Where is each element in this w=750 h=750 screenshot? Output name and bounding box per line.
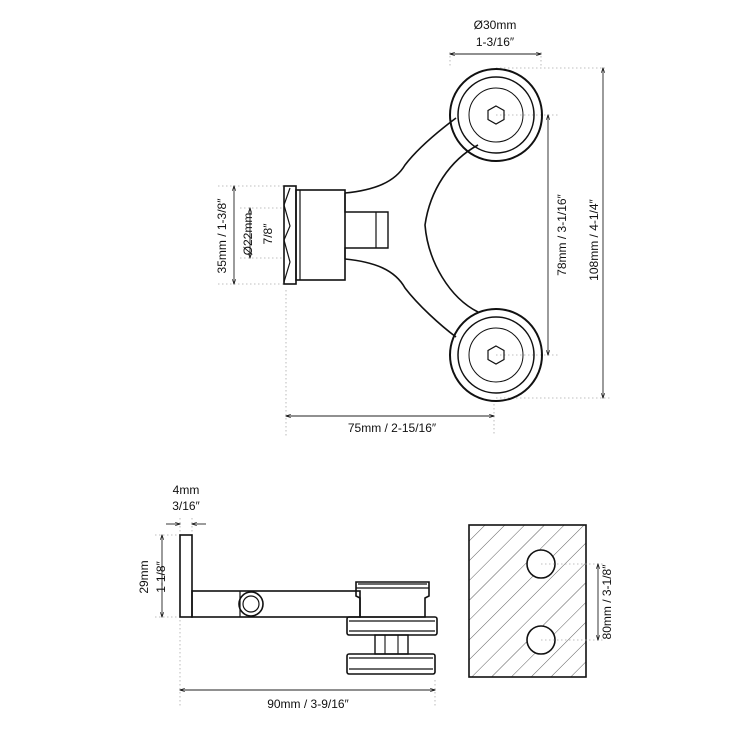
wall-plate [179, 534, 193, 618]
hex-socket-icon [487, 105, 505, 125]
top-view: Ø30mm 1-3/16″ 78mm / 3-1/16″ 108mm / 4-1… [215, 18, 610, 436]
plate-thickness-mm: 4mm [173, 483, 200, 497]
disc-diameter-mm: Ø30mm [474, 18, 517, 32]
hex-socket-icon [487, 345, 505, 365]
flange-height: 35mm / 1-3/8″ [215, 198, 229, 274]
pin-diameter-in: 7/8″ [261, 223, 275, 245]
glass-panel [468, 524, 587, 678]
disc-spacing: 78mm / 3-1/16″ [555, 193, 569, 275]
depth: 75mm / 2-15/16″ [348, 421, 437, 435]
disc-diameter-in: 1-3/16″ [476, 35, 515, 49]
overall-height: 108mm / 4-1/4″ [587, 198, 601, 280]
plate-thickness-in: 3/16″ [172, 499, 200, 513]
length: 90mm / 3-9/16″ [267, 697, 349, 711]
disc-bottom [449, 308, 543, 402]
glass-panel-view: 80mm / 3-1/8″ [468, 524, 614, 678]
pin-diameter-mm: Ø22mm [241, 213, 255, 256]
plate-height-in: 1-1/8″ [154, 560, 168, 592]
side-view: 4mm 3/16″ 29mm 1-1/8″ 90mm / 3-9/16″ [137, 483, 438, 711]
arm-bar [191, 590, 361, 618]
disc-top [449, 68, 543, 162]
hole-spacing: 80mm / 3-1/8″ [600, 564, 614, 640]
spider-arm-outline [344, 117, 479, 338]
plate-height-mm: 29mm [137, 560, 151, 593]
